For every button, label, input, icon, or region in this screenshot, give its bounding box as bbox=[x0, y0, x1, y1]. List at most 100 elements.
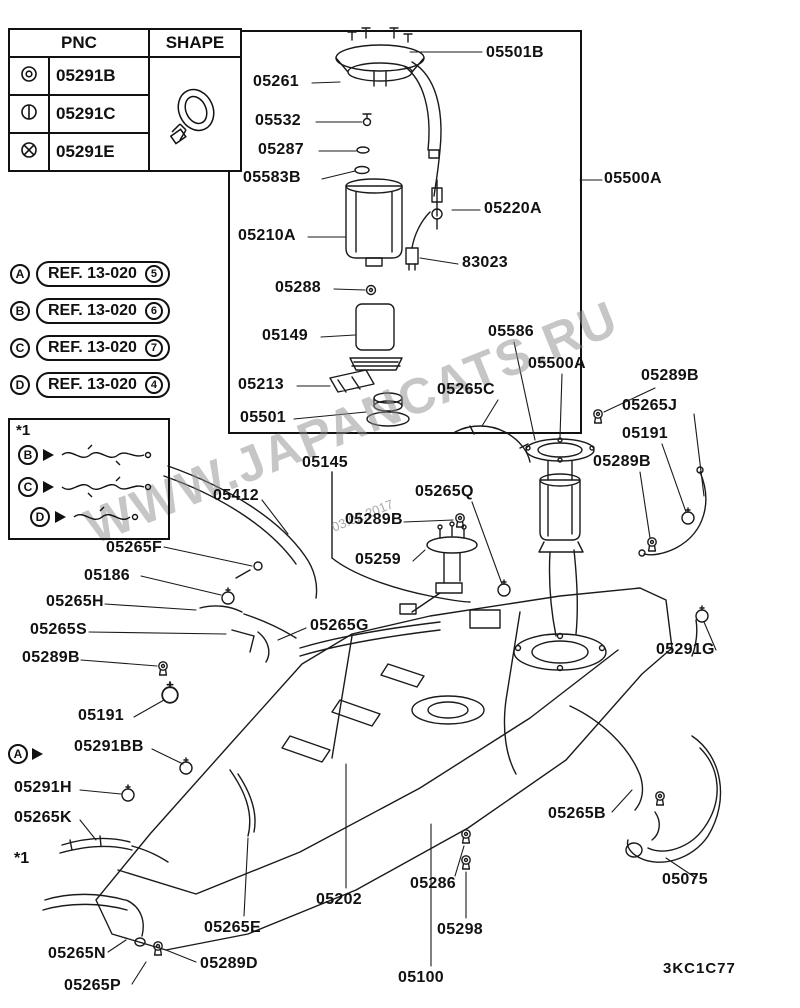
part-label-05213: 05213 bbox=[238, 376, 284, 393]
legend-row-d: D bbox=[30, 506, 151, 528]
legend-row-b: B bbox=[18, 444, 153, 466]
part-label-05149: 05149 bbox=[262, 327, 308, 344]
symbol-circle-vertical-bar-icon bbox=[8, 94, 50, 134]
part-label-05145: 05145 bbox=[302, 454, 348, 471]
ref-letter-a: A bbox=[10, 264, 30, 284]
legend-letter-c: C bbox=[18, 477, 38, 497]
part-label-05220A: 05220A bbox=[484, 200, 542, 217]
part-label-05261: 05261 bbox=[253, 73, 299, 90]
part-label-05501B: 05501B bbox=[486, 44, 544, 61]
ref-note-a: A REF. 13-020 5 bbox=[10, 261, 170, 287]
footnote-marker: *1 bbox=[14, 850, 30, 867]
part-label-05532: 05532 bbox=[255, 112, 301, 129]
ref-note-b: B REF. 13-020 6 bbox=[10, 298, 170, 324]
part-label-05291BB: 05291BB bbox=[74, 738, 144, 755]
hose-legend-box: *1 B C D bbox=[8, 418, 170, 540]
hose-sketch-icon bbox=[61, 444, 152, 466]
ref-text: REF. 13-020 bbox=[48, 302, 137, 319]
legend-letter-b: B bbox=[18, 445, 38, 465]
callout-a-marker: A bbox=[8, 744, 43, 764]
part-label-05288: 05288 bbox=[275, 279, 321, 296]
legend-letter-d: D bbox=[30, 507, 50, 527]
part-label-05210A: 05210A bbox=[238, 227, 296, 244]
part-label-83023: 83023 bbox=[462, 254, 508, 271]
part-label-05191: 05191 bbox=[622, 425, 668, 442]
ref-note-c: C REF. 13-020 7 bbox=[10, 335, 170, 361]
part-label-05289B: 05289B bbox=[641, 367, 699, 384]
part-label-05265K: 05265K bbox=[14, 809, 72, 826]
part-label-05291G: 05291G bbox=[656, 641, 715, 658]
symbol-double-circle-icon bbox=[8, 56, 50, 96]
part-label-05265N: 05265N bbox=[48, 945, 106, 962]
part-label-05291H: 05291H bbox=[14, 779, 72, 796]
hose-sketch-icon bbox=[61, 476, 152, 498]
part-label-05265S: 05265S bbox=[30, 621, 87, 638]
arrow-right-icon bbox=[43, 449, 54, 461]
ref-letter-b: B bbox=[10, 301, 30, 321]
part-label-05265F: 05265F bbox=[106, 539, 163, 556]
ref-note-d: D REF. 13-020 4 bbox=[10, 372, 170, 398]
ref-letter-c: C bbox=[10, 338, 30, 358]
symbol-circle-cross-icon bbox=[8, 132, 50, 172]
hoses-and-fittings bbox=[42, 425, 707, 947]
fuel-tank bbox=[95, 587, 673, 951]
part-label-05289D: 05289D bbox=[200, 955, 258, 972]
pnc-value: 05291C bbox=[48, 94, 150, 134]
part-label-05100: 05100 bbox=[398, 969, 444, 986]
part-label-05265G: 05265G bbox=[310, 617, 369, 634]
part-label-05586: 05586 bbox=[488, 323, 534, 340]
part-label-05191: 05191 bbox=[78, 707, 124, 724]
ref-letter-d: D bbox=[10, 375, 30, 395]
sender-sub-assembly bbox=[399, 521, 478, 615]
part-label-05265E: 05265E bbox=[204, 919, 261, 936]
part-label-05075: 05075 bbox=[662, 871, 708, 888]
arrow-right-icon bbox=[32, 748, 43, 760]
part-label-05289B: 05289B bbox=[22, 649, 80, 666]
ref-num: 5 bbox=[144, 265, 163, 283]
filler-pipe bbox=[625, 619, 722, 863]
ref-num: 7 bbox=[144, 339, 163, 357]
leader-lines bbox=[79, 51, 717, 985]
pump-inset-box bbox=[228, 30, 582, 434]
part-label-05287: 05287 bbox=[258, 141, 304, 158]
part-label-05265B: 05265B bbox=[548, 805, 606, 822]
pnc-value: 05291B bbox=[48, 56, 150, 96]
diagram-code: 3KC1C77 bbox=[663, 960, 736, 977]
part-label-05412: 05412 bbox=[213, 487, 259, 504]
callout-a-letter: A bbox=[8, 744, 28, 764]
pnc-table: PNC SHAPE 05291B 05291C bbox=[8, 28, 242, 172]
legend-footnote: *1 bbox=[16, 422, 31, 439]
pump-module-exploded bbox=[329, 27, 443, 427]
legend-row-c: C bbox=[18, 476, 153, 498]
part-label-05265P: 05265P bbox=[64, 977, 121, 994]
arrow-right-icon bbox=[55, 511, 66, 523]
fuel-gauge-unit bbox=[525, 437, 595, 637]
part-label-05289B: 05289B bbox=[345, 511, 403, 528]
hose-sketch-icon bbox=[73, 506, 139, 521]
part-label-05500A: 05500A bbox=[604, 170, 662, 187]
part-label-05186: 05186 bbox=[84, 567, 130, 584]
part-label-05265C: 05265C bbox=[437, 381, 495, 398]
pnc-header: PNC bbox=[8, 28, 150, 58]
part-label-05583B: 05583B bbox=[243, 169, 301, 186]
part-label-05265J: 05265J bbox=[622, 397, 678, 414]
ref-text: REF. 13-020 bbox=[48, 265, 137, 282]
part-label-05286: 05286 bbox=[410, 875, 456, 892]
ref-num: 6 bbox=[144, 302, 163, 320]
shape-header: SHAPE bbox=[148, 28, 242, 58]
arrow-right-icon bbox=[43, 481, 54, 493]
part-label-05298: 05298 bbox=[437, 921, 483, 938]
part-label-05289B: 05289B bbox=[593, 453, 651, 470]
part-label-05265Q: 05265Q bbox=[415, 483, 474, 500]
part-label-05265H: 05265H bbox=[46, 593, 104, 610]
part-label-05202: 05202 bbox=[316, 891, 362, 908]
ref-num: 4 bbox=[144, 376, 163, 394]
part-label-05500A: 05500A bbox=[528, 355, 586, 372]
ref-text: REF. 13-020 bbox=[48, 339, 137, 356]
part-label-05501: 05501 bbox=[240, 409, 286, 426]
part-label-05259: 05259 bbox=[355, 551, 401, 568]
ref-text: REF. 13-020 bbox=[48, 376, 137, 393]
clamp-shape-icon bbox=[148, 56, 242, 172]
